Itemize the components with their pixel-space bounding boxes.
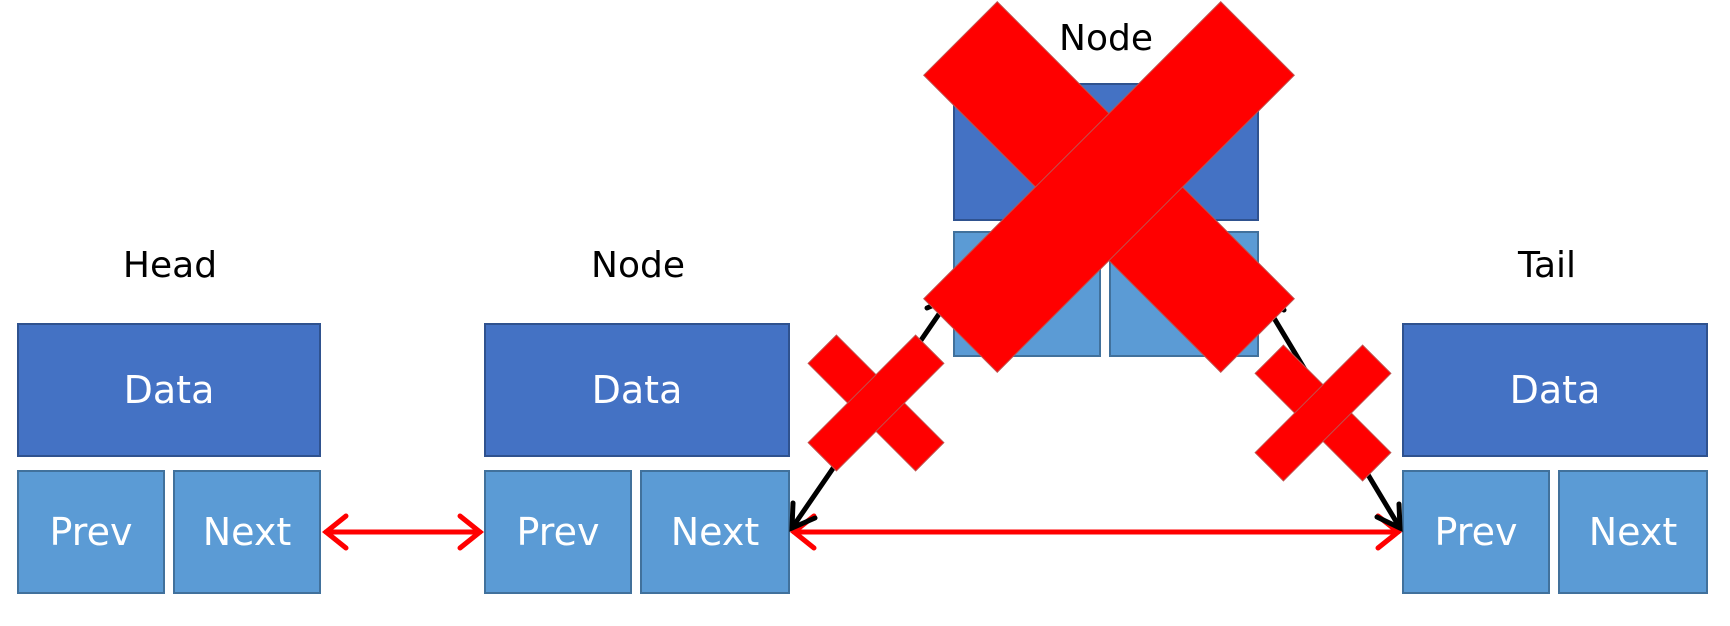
tail-next-cell: Next [1558,470,1708,594]
tail-prev-cell: Prev [1402,470,1550,594]
head-title: Head [122,245,218,286]
head-data-cell: Data [17,323,321,457]
node-data-cell: Data [484,323,790,457]
head-node-link-arrow [321,513,485,551]
head-next-cell: Next [173,470,321,594]
removed-node-title: Node [1059,18,1153,59]
cross-mark-icon-right [1254,344,1392,482]
tail-title: Tail [1517,245,1577,286]
cross-mark-icon-left [807,334,945,472]
node-title: Node [591,245,685,286]
node-prev-cell: Prev [484,470,632,594]
head-prev-cell: Prev [17,470,165,594]
tail-data-cell: Data [1402,323,1708,457]
node-next-cell: Next [640,470,790,594]
cross-mark-icon-removed-node [923,1,1295,373]
node-tail-link-arrow [789,513,1403,551]
